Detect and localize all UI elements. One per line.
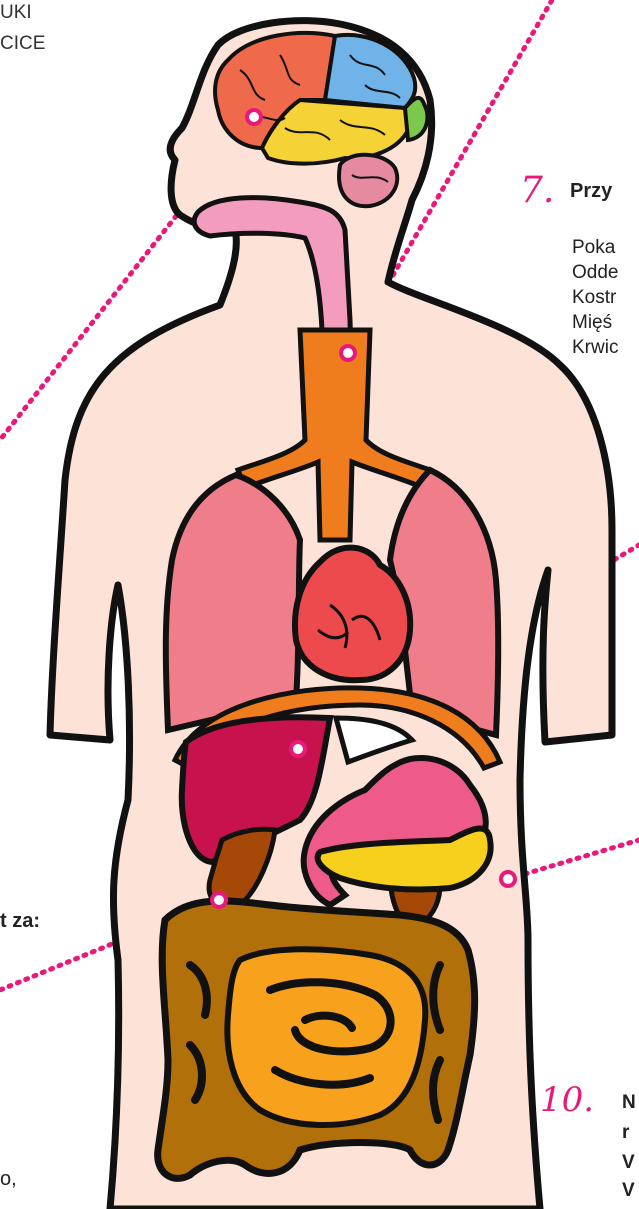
step-7-number: 7.	[520, 170, 554, 211]
step-7-item: Krwic	[572, 335, 618, 360]
left-fragment-bottom: o,	[0, 1168, 17, 1191]
step-7-item: Mięś	[572, 310, 612, 335]
header-line-1: UKI	[0, 2, 32, 24]
step-7-title: Przy	[570, 180, 612, 203]
pointer-dot-throat	[341, 346, 355, 360]
step-10-line-4: V	[622, 1180, 635, 1202]
small-intestine	[227, 949, 425, 1125]
step-7-item: Poka	[572, 235, 615, 260]
pointer-dot-liver	[291, 742, 305, 756]
cerebellum	[339, 155, 397, 206]
step-10-line-1: N	[622, 1092, 636, 1114]
step-10-line-2: r	[622, 1122, 629, 1144]
step-10-number: 10.	[540, 1080, 594, 1120]
left-fragment-za: t za:	[0, 910, 40, 933]
step-7-item: Odde	[572, 260, 618, 285]
pointer-line-pancreas	[508, 840, 639, 879]
brain-parietal-lobe	[325, 35, 415, 108]
step-10-line-3: V	[622, 1152, 635, 1174]
header-line-2: CICE	[0, 33, 45, 55]
pointer-dot-pancreas	[501, 872, 515, 886]
pointer-dot-intestine	[212, 893, 226, 907]
pointer-dot-brain	[247, 110, 261, 124]
step-7-item: Kostr	[572, 285, 616, 310]
